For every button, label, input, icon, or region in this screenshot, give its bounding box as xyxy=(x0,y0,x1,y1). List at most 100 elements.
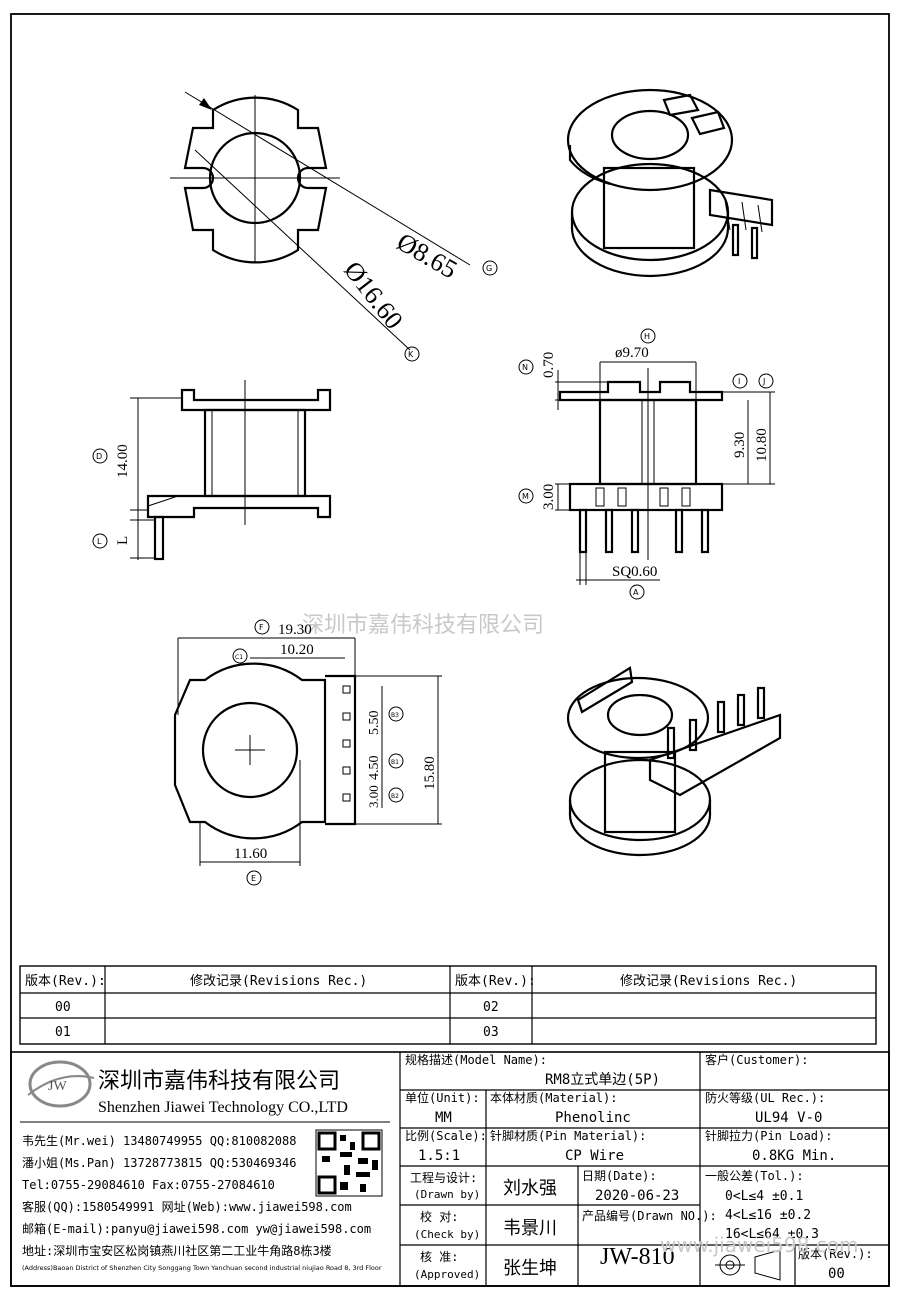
svg-text:B2: B2 xyxy=(391,793,399,800)
drawn-no-label: 产品编号(Drawn NO.): xyxy=(582,1208,717,1223)
tolerance-row-2: 4<L≤16 ±0.2 xyxy=(725,1208,811,1223)
svg-text:B1: B1 xyxy=(391,759,399,766)
tag-A: A xyxy=(629,584,645,600)
rev-header-2: 版本(Rev.): xyxy=(455,974,536,989)
rev-row-1-b: 02 xyxy=(483,1000,499,1015)
tag-C1: C1 xyxy=(232,648,248,664)
tag-I: I xyxy=(732,373,748,389)
bottom-watermark: www.jiawei598.com xyxy=(660,1233,858,1257)
date-label: 日期(Date): xyxy=(582,1169,657,1183)
contact-3: Tel:0755-29084610 Fax:0755-27084610 xyxy=(22,1178,275,1192)
tag-B2: B2 xyxy=(388,787,404,803)
dim-d300: 3.00 xyxy=(541,484,557,510)
dim-d1080: 10.80 xyxy=(754,428,770,462)
dim-d865: Ø8.65 xyxy=(392,227,462,284)
side-view xyxy=(555,361,775,585)
contact-5: 邮箱(E-mail):panyu@jiawei598.com yw@jiawei… xyxy=(22,1221,371,1236)
rev-row-2-a: 01 xyxy=(55,1025,71,1040)
dim-d1930: 19.30 xyxy=(278,622,312,638)
material-label: 本体材质(Material): xyxy=(490,1091,617,1105)
svg-text:I: I xyxy=(738,377,740,386)
dim-d550: 5.50 xyxy=(367,711,382,736)
check-label-en: (Check by) xyxy=(414,1228,480,1241)
rev-row-2-b: 03 xyxy=(483,1025,499,1040)
ul-label: 防火等级(UL Rec.): xyxy=(705,1090,825,1105)
svg-text:F: F xyxy=(259,623,264,632)
qr-code xyxy=(315,1129,383,1197)
tolerance-row-1: 0<L≤4 ±0.1 xyxy=(725,1189,803,1204)
title-block-grid xyxy=(10,1051,890,1287)
tag-K: K xyxy=(404,346,420,362)
iso-view-top xyxy=(566,88,774,278)
tag-G: G xyxy=(482,260,498,276)
dim-d1020: 10.20 xyxy=(280,642,314,658)
dim-d070: 0.70 xyxy=(541,352,557,378)
contact-2: 潘小姐(Ms.Pan) 13728773815 QQ:530469346 xyxy=(22,1156,296,1170)
contact-1: 韦先生(Mr.wei) 13480749955 QQ:810082088 xyxy=(22,1134,296,1148)
rev-label: 版本(Rev.): xyxy=(798,1247,873,1261)
drawn-no-value: JW-810 xyxy=(600,1244,675,1270)
material-value: Phenolinc xyxy=(555,1110,631,1126)
drawn-value: 刘水强 xyxy=(503,1178,557,1199)
model-value: RM8立式单边(5P) xyxy=(545,1072,660,1088)
unit-value: MM xyxy=(435,1110,452,1126)
address-en: (Address)Baoan District of Shenzhen City… xyxy=(22,1264,382,1272)
drawn-label-en: (Drawn by) xyxy=(414,1188,480,1201)
rec-header-2: 修改记录(Revisions Rec.) xyxy=(620,974,797,989)
rev-header-1: 版本(Rev.): xyxy=(25,974,106,989)
iso-view-bottom xyxy=(566,666,782,857)
scale-label: 比例(Scale): xyxy=(405,1129,487,1143)
svg-text:D: D xyxy=(96,452,102,461)
dim-d1580: 15.80 xyxy=(422,756,438,790)
rev-value: 00 xyxy=(828,1266,845,1282)
tag-E: E xyxy=(246,870,262,886)
scale-value: 1.5:1 xyxy=(418,1148,460,1164)
tolerance-row-3: 16<L≤64 ±0.3 xyxy=(725,1227,819,1242)
revision-table xyxy=(19,965,877,1045)
check-value: 韦景川 xyxy=(503,1218,557,1239)
front-view xyxy=(130,380,332,561)
dim-d1400: 14.00 xyxy=(115,444,131,478)
dim-d300b: 3.00 xyxy=(366,785,381,808)
model-label: 规格描述(Model Name): xyxy=(405,1052,547,1067)
bottom-view xyxy=(173,637,442,866)
dim-d970: ø9.70 xyxy=(615,345,649,361)
address-cn: 地址:深圳市宝安区松岗镇燕川社区第二工业牛角路8栋3楼 xyxy=(22,1243,332,1258)
svg-text:B3: B3 xyxy=(391,712,399,719)
tag-H: H xyxy=(640,328,656,344)
tag-D: D xyxy=(92,448,108,464)
company-name-en: Shenzhen Jiawei Technology CO.,LTD xyxy=(98,1099,348,1116)
company-logo: JW xyxy=(27,1060,95,1108)
tag-B1: B1 xyxy=(388,753,404,769)
tag-F: F xyxy=(254,619,270,635)
svg-text:H: H xyxy=(644,332,650,341)
svg-text:K: K xyxy=(408,350,414,359)
date-value: 2020-06-23 xyxy=(595,1188,679,1204)
pin-load-value: 0.8KG Min. xyxy=(752,1148,836,1164)
dim-sq: SQ0.60 xyxy=(612,564,657,580)
svg-text:N: N xyxy=(522,363,528,372)
tag-L: L xyxy=(92,533,108,549)
tag-M: M xyxy=(518,488,534,504)
approved-label-en: (Approved) xyxy=(414,1268,480,1281)
svg-text:C1: C1 xyxy=(235,654,243,661)
pin-material-value: CP Wire xyxy=(565,1148,624,1164)
watermark: 深圳市嘉伟科技有限公司 xyxy=(302,613,544,638)
dim-d450: 4.50 xyxy=(367,756,382,781)
approved-value: 张生坤 xyxy=(503,1258,557,1279)
projection-symbol-icon xyxy=(715,1249,781,1281)
check-label-cn: 校 对: xyxy=(420,1209,458,1224)
tag-N: N xyxy=(518,359,534,375)
svg-text:M: M xyxy=(522,492,529,501)
rev-row-1-a: 00 xyxy=(55,1000,71,1015)
tag-J: J xyxy=(758,373,774,389)
svg-text:J: J xyxy=(762,377,765,386)
svg-text:A: A xyxy=(633,588,639,597)
unit-label: 单位(Unit): xyxy=(405,1090,480,1105)
svg-text:G: G xyxy=(486,264,492,273)
svg-text:E: E xyxy=(251,874,256,883)
dim-L: L xyxy=(115,536,131,545)
ul-value: UL94 V-0 xyxy=(755,1110,822,1126)
company-name-cn: 深圳市嘉伟科技有限公司 xyxy=(98,1069,340,1094)
